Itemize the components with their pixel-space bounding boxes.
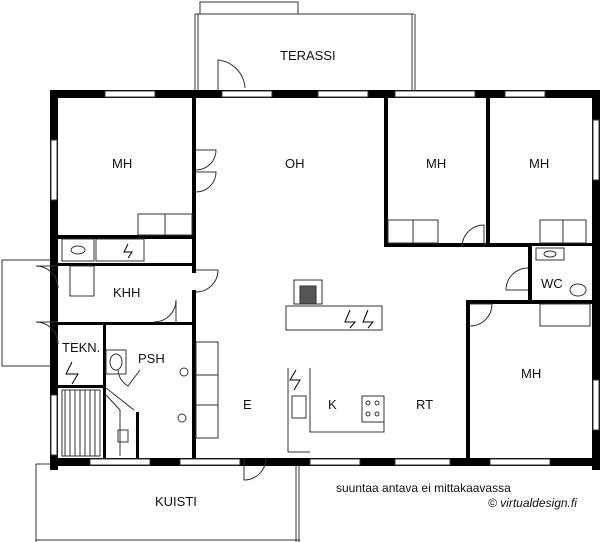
room-label-bedroom-nw: MH [112, 156, 133, 171]
side-entry-outline [1, 259, 52, 367]
room-label-bedroom-n1: MH [426, 156, 447, 171]
terrace-outline [194, 1, 416, 90]
interior-walls [58, 98, 592, 458]
windows [50, 90, 600, 466]
room-label-living-room: OH [285, 156, 305, 171]
room-label-wc: WC [541, 276, 563, 291]
wardrobes [137, 213, 591, 439]
stairs [61, 387, 135, 457]
room-label-entrance: E [243, 397, 252, 412]
room-label-bedroom-se: MH [521, 366, 542, 381]
room-label-technical-room: TEKN. [62, 340, 101, 355]
room-label-washroom-sauna: PSH [138, 351, 165, 366]
copyright-note: © virtualdesign.fi [488, 496, 577, 510]
room-label-porch: KUISTI [155, 494, 197, 509]
disclaimer-note: suuntaa antava ei mittakaavassa [336, 481, 511, 495]
utility-fixtures [61, 238, 145, 297]
room-label-bedroom-n2: MH [529, 156, 550, 171]
kitchen-fixtures [285, 279, 385, 453]
room-label-kitchen: K [328, 397, 337, 412]
exterior-walls [50, 90, 600, 470]
room-label-terrace: TERASSI [280, 48, 336, 63]
room-label-dining: RT [416, 397, 434, 412]
door-swings [35, 59, 529, 481]
room-label-utility-room: KHH [113, 285, 141, 300]
bath-fixtures [65, 247, 587, 443]
